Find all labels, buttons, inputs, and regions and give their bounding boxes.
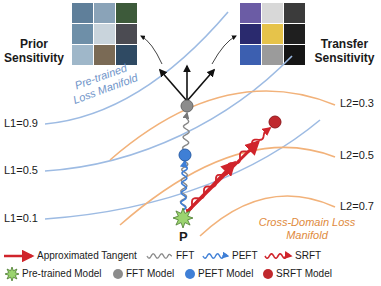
contour-value: L2=0.5	[340, 149, 374, 162]
sensitivity-arrow	[186, 66, 188, 101]
image-thumbnail	[262, 3, 283, 23]
legend-icon	[4, 255, 32, 258]
approximated-tangent	[187, 142, 258, 212]
legend-text: PEFT Model	[198, 268, 253, 280]
contour-value: L2=0.3	[340, 97, 374, 110]
legend-text: FFT	[176, 250, 194, 262]
crossdomain-contour	[110, 91, 335, 160]
contour-value: L2=0.7	[340, 200, 374, 213]
legend-text: SRFT Model	[276, 268, 332, 280]
transfer-image-grid	[240, 3, 305, 65]
image-thumbnail	[72, 45, 93, 65]
manifold-label: Cross-Domain Loss Manifold	[258, 216, 356, 241]
legend-icon	[185, 269, 195, 279]
image-thumbnail	[240, 24, 261, 44]
sensitivity-title: Prior Sensitivity	[2, 38, 66, 66]
sensitivity-arrow	[160, 70, 187, 101]
legend-text: SRFT	[295, 250, 321, 262]
image-thumbnail	[94, 45, 115, 65]
legend-text: FFT Model	[126, 268, 174, 280]
legend-icon	[147, 254, 172, 258]
image-thumbnail	[94, 24, 115, 44]
image-thumbnail	[116, 3, 137, 23]
grid-link-arrow	[141, 36, 162, 64]
legend-icon	[263, 269, 273, 279]
legend-icon	[5, 267, 19, 281]
approximated-tangent	[187, 163, 234, 212]
manifold-label: Pre-trained Loss Manifold	[62, 57, 144, 107]
sensitivity-title: Transfer Sensitivity	[310, 38, 379, 66]
srft-model-dot	[269, 116, 281, 128]
crossdomain-contour	[120, 147, 335, 225]
image-thumbnail	[262, 24, 283, 44]
pretrained-model-star	[173, 208, 193, 228]
pretrained-contour	[45, 56, 292, 171]
image-thumbnail	[240, 45, 261, 65]
legend-text: Approximated Tangent	[37, 250, 137, 262]
contour-value: L1=0.9	[4, 117, 38, 130]
legend-text: PEFT	[232, 250, 258, 262]
image-thumbnail	[72, 24, 93, 44]
sensitivity-arrow	[187, 70, 214, 101]
legend-text: Pre-trained Model	[22, 268, 101, 280]
prior-image-grid	[72, 3, 137, 65]
image-thumbnail	[284, 24, 305, 44]
peft-path	[181, 161, 187, 210]
fft-path	[180, 113, 189, 210]
image-thumbnail	[262, 45, 283, 65]
contour-value: L1=0.1	[4, 212, 38, 225]
image-thumbnail	[116, 24, 137, 44]
pretrained-contour	[45, 12, 228, 124]
peft-model-dot	[179, 149, 191, 161]
legend-icon	[203, 254, 228, 258]
legend-icon	[265, 254, 291, 258]
image-thumbnail	[72, 3, 93, 23]
grid-link-arrow	[212, 36, 236, 64]
point-label: P	[179, 230, 188, 245]
fft-model-dot	[181, 100, 193, 112]
image-thumbnail	[94, 3, 115, 23]
image-thumbnail	[240, 3, 261, 23]
contour-value: L1=0.5	[4, 164, 38, 177]
image-thumbnail	[284, 3, 305, 23]
srft-path	[186, 128, 270, 210]
legend-icon	[113, 269, 123, 279]
